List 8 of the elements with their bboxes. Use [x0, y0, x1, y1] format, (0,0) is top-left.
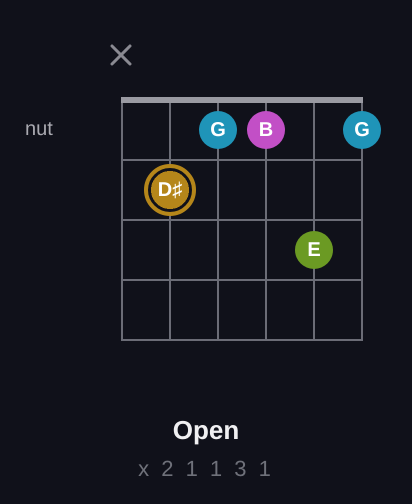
nut-label: nut: [25, 117, 53, 141]
note-marker: G: [343, 111, 381, 149]
chord-title: Open: [172, 414, 240, 446]
note-marker: B: [247, 111, 285, 149]
note-marker: G: [199, 111, 237, 149]
fingering-label: x 2 1 1 3 1: [138, 456, 274, 482]
root-note-marker: D♯: [144, 164, 196, 216]
note-marker: E: [295, 231, 333, 269]
